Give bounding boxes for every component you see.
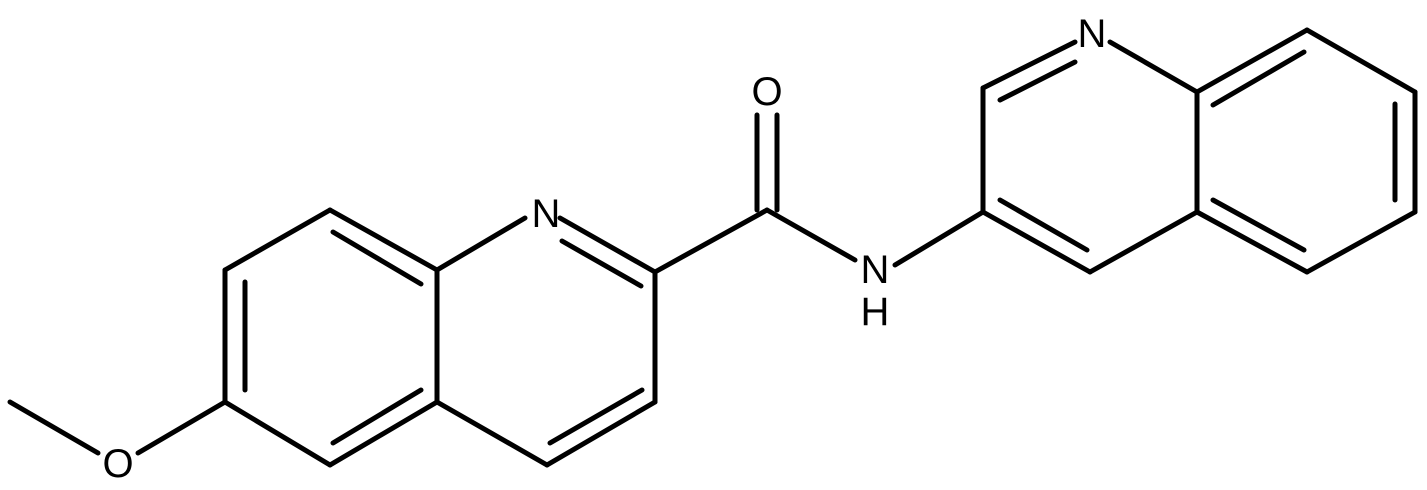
bond: [434, 399, 550, 468]
bond: [1210, 49, 1307, 108]
bond: [7, 399, 101, 456]
bond: [1194, 209, 1310, 275]
bond: [327, 399, 440, 468]
bond: [1210, 197, 1307, 253]
amide-hydrogen-label: H: [861, 290, 890, 334]
bond: [997, 59, 1078, 103]
bond: [1107, 39, 1200, 95]
bond: [330, 229, 424, 287]
bond: [135, 399, 228, 456]
left-ring-nitrogen-label: N: [532, 192, 561, 236]
bond: [997, 197, 1090, 253]
bond: [222, 399, 333, 468]
amide-nitrogen-label: N: [861, 248, 890, 292]
bond: [980, 39, 1078, 91]
bond: [764, 207, 858, 263]
bond: [557, 215, 658, 275]
bond: [1304, 209, 1418, 275]
bond: [1194, 27, 1310, 95]
bond: [544, 399, 658, 468]
methoxy-oxygen-label: O: [102, 442, 133, 486]
bond: [1087, 209, 1200, 275]
right-ring-nitrogen-label: N: [1078, 12, 1107, 56]
bond: [652, 207, 770, 275]
bond: [980, 209, 1093, 275]
bond: [222, 207, 333, 273]
carbonyl-oxygen-label: O: [751, 70, 782, 114]
bond: [892, 209, 986, 268]
bond: [1304, 27, 1418, 95]
bonds: [7, 27, 1418, 468]
bond: [559, 238, 644, 289]
bond: [434, 215, 528, 273]
bond: [327, 207, 440, 273]
bond: [547, 387, 645, 446]
atom-labels: O N N H N O: [102, 12, 1106, 486]
bond: [330, 387, 424, 446]
